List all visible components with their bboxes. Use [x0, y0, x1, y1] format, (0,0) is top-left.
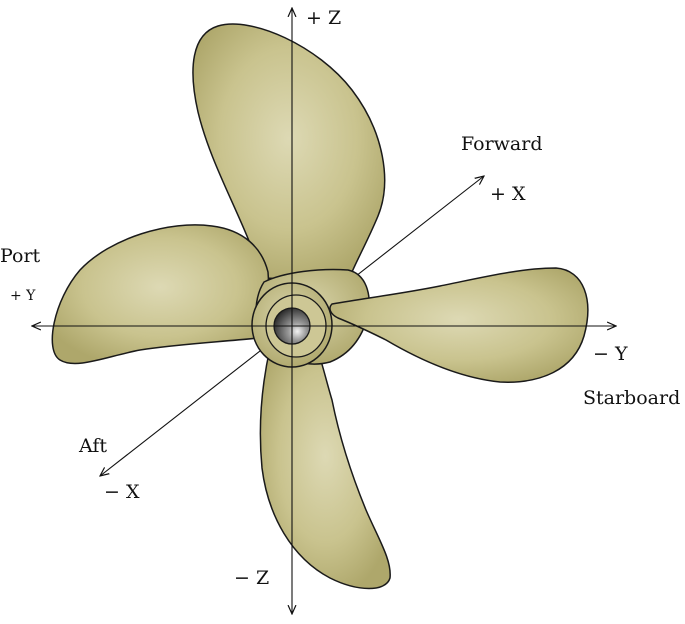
plus-y-label: + Y	[10, 288, 36, 304]
starboard-label: Starboard	[583, 387, 680, 409]
plus-z-label: + Z	[306, 7, 341, 29]
port-label: Port	[0, 245, 41, 267]
blade-left	[51, 224, 270, 365]
minus-x-label: − X	[104, 481, 140, 503]
minus-y-label: − Y	[593, 343, 628, 365]
forward-label: Forward	[461, 133, 543, 155]
blade-bottom	[259, 347, 391, 590]
aft-label: Aft	[78, 435, 107, 457]
plus-x-label: + X	[490, 183, 526, 205]
blade-right	[329, 267, 589, 383]
minus-z-label: − Z	[234, 567, 269, 589]
